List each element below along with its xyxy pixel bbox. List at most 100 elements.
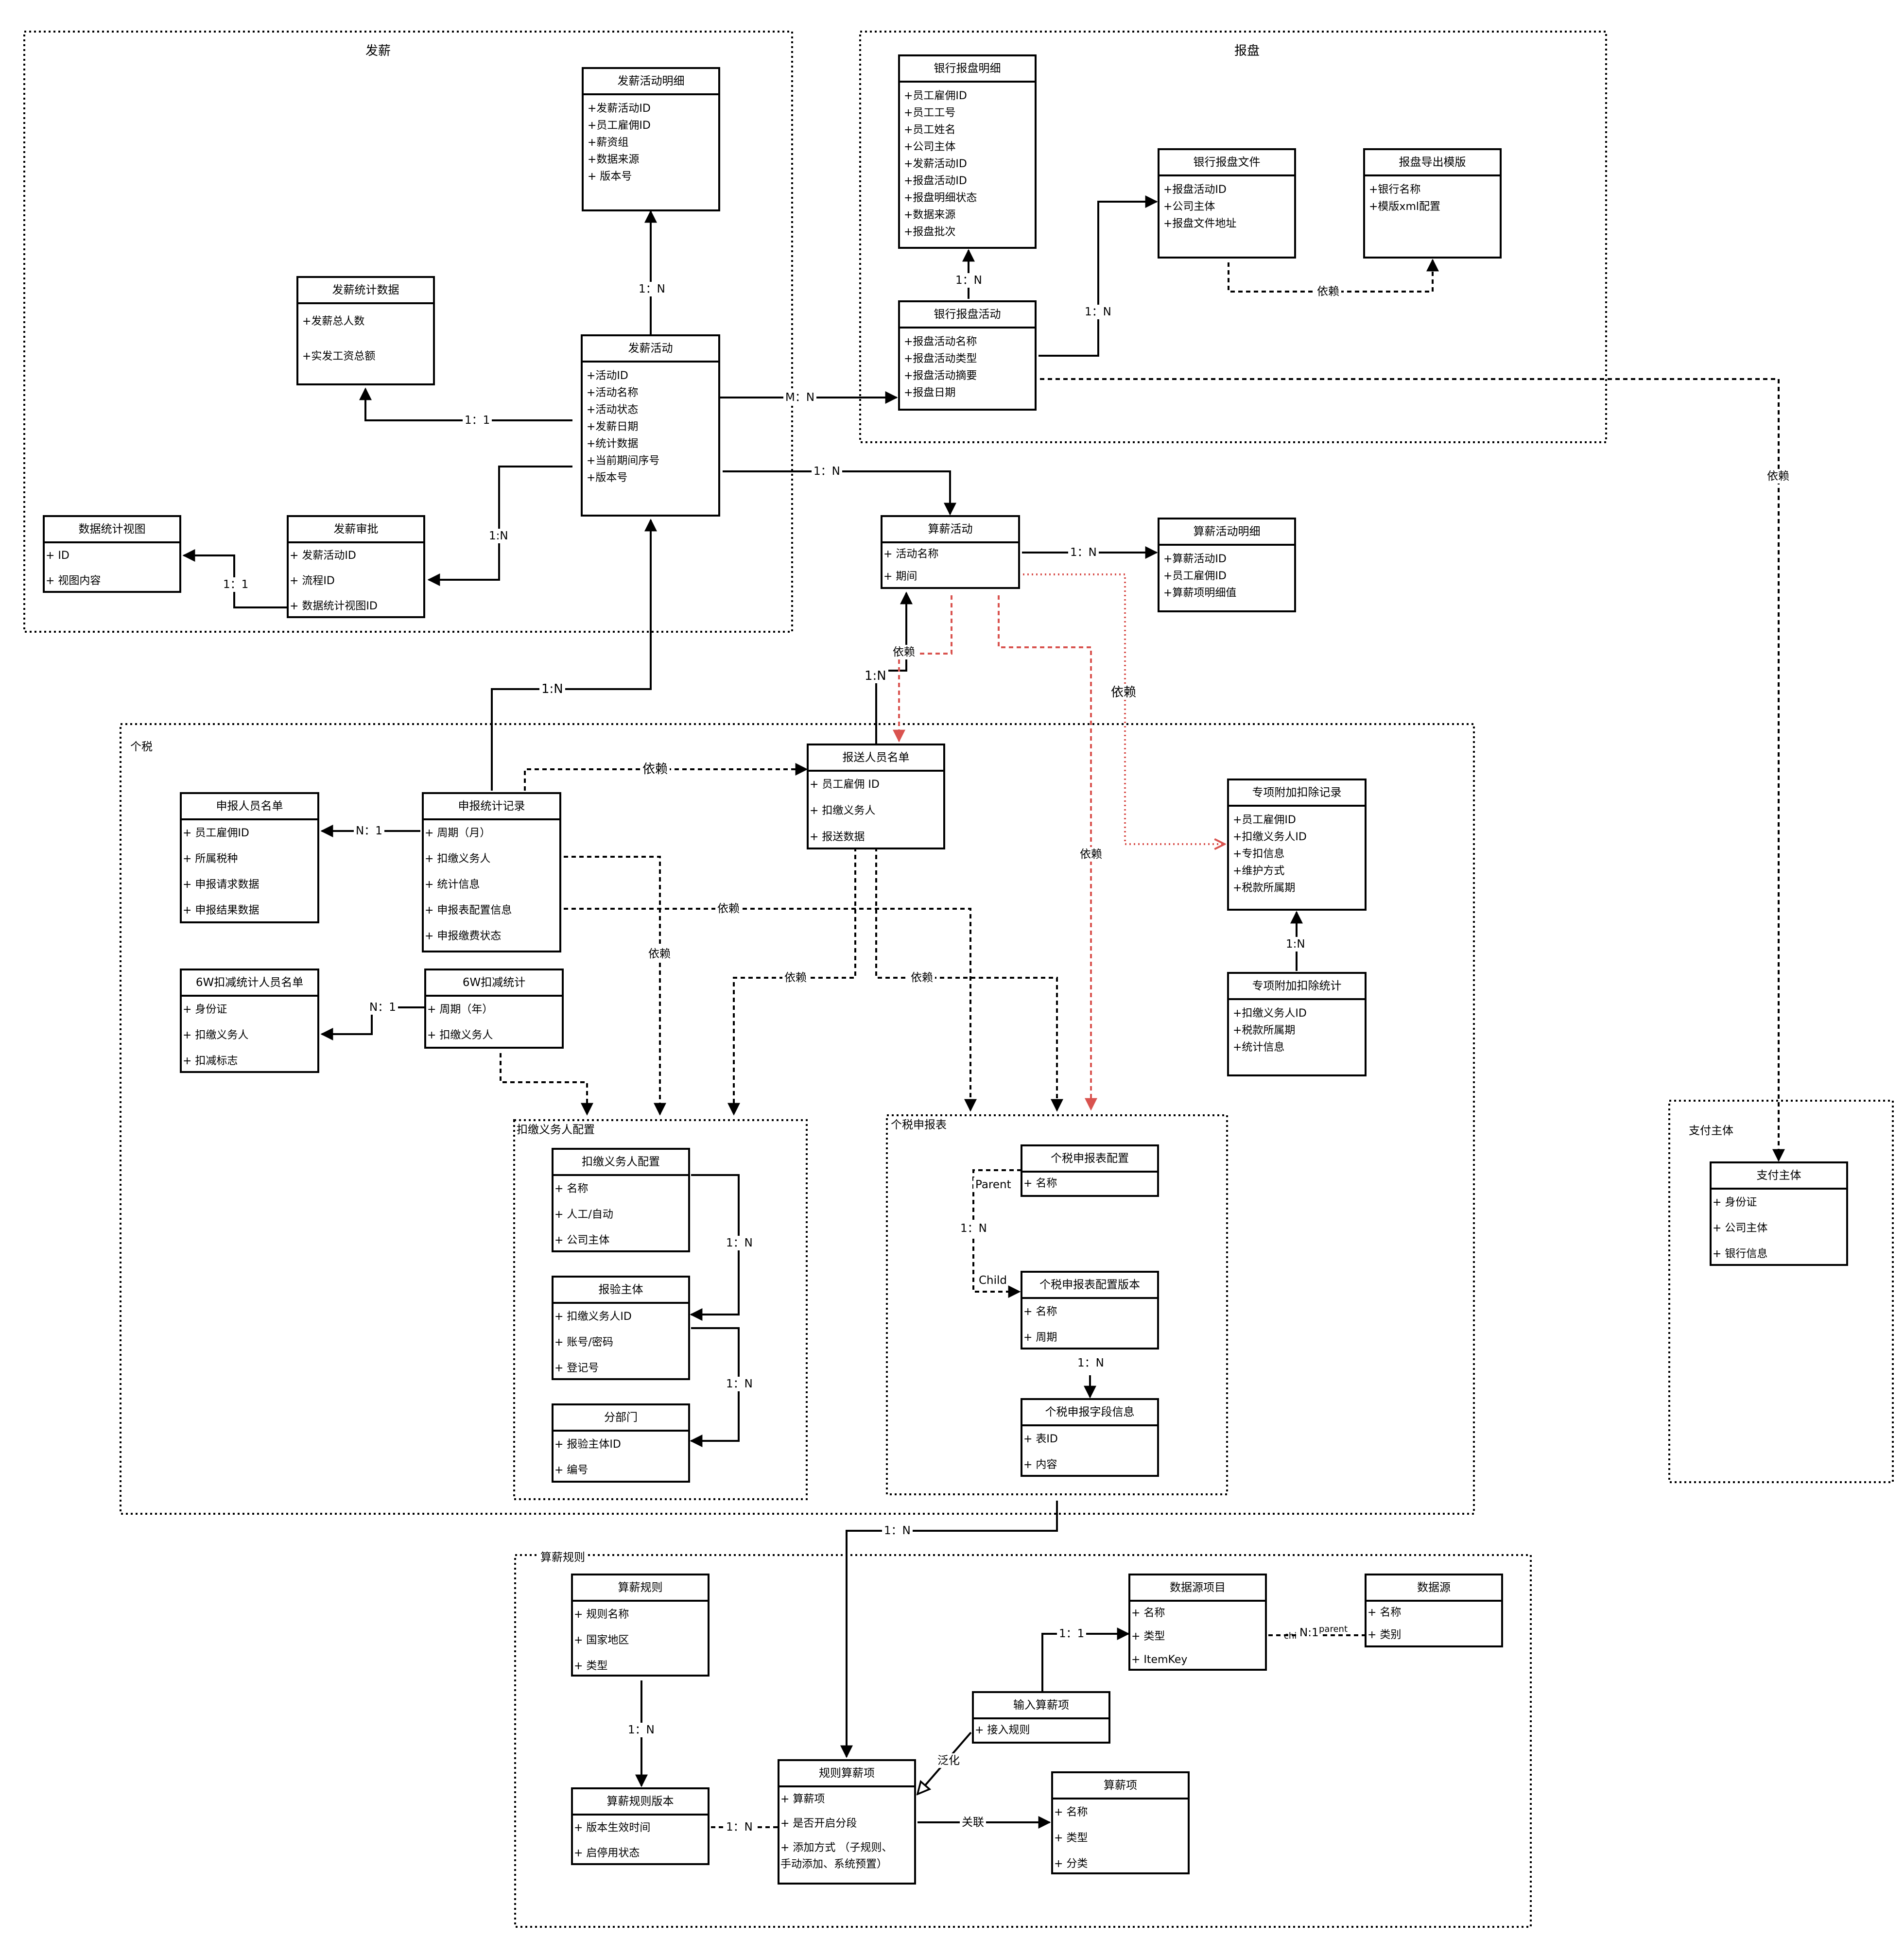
rel-label: 1:N: [539, 682, 565, 696]
entity-branch: 分部门 + 报验主体ID + 编号: [552, 1403, 690, 1483]
entity-tax-field: 个税申报字段信息 + 表ID + 内容: [1021, 1398, 1159, 1477]
rel-label: 1：N: [1068, 545, 1099, 560]
field: + 接入规则: [975, 1724, 1030, 1736]
rel-label: parent: [1319, 1624, 1348, 1634]
entity-data-view-title: 数据统计视图: [45, 517, 179, 543]
entity-calc-item: 算薪项 + 名称 + 类型 + 分类: [1051, 1771, 1190, 1874]
entity-branch-title: 分部门: [554, 1405, 688, 1432]
field: + 员工雇佣ID: [183, 827, 249, 839]
entity-pay-approval: 发薪审批 + 发薪活动ID + 流程ID + 数据统计视图ID: [287, 515, 425, 618]
entity-special-record: 专项附加扣除记录 +员工雇佣ID +扣缴义务人ID +专扣信息 +维护方式 +税…: [1227, 779, 1367, 911]
entity-w6-list: 6W扣减统计人员名单 + 身份证 + 扣缴义务人 + 扣减标志: [180, 969, 319, 1073]
rel-label: 关联: [960, 1815, 986, 1830]
entity-pay-subject: 支付主体 + 身份证 + 公司主体 + 银行信息: [1710, 1161, 1848, 1266]
entity-rule-version: 算薪规则版本 + 版本生效时间 + 启停用状态: [571, 1787, 710, 1865]
rel-label: 泛化: [935, 1753, 962, 1768]
rel-label: 依赖: [640, 762, 670, 777]
field: +报盘批次: [904, 226, 956, 238]
field: + 身份证: [183, 1004, 227, 1016]
entity-calc-rule: 算薪规则 + 规则名称 + 国家地区 + 类型: [571, 1574, 710, 1677]
field: +报盘明细状态: [904, 192, 977, 204]
entity-bank-detail: 银行报盘明细 +员工雇佣ID +员工工号 +员工姓名 +公司主体 +发薪活动ID…: [898, 54, 1037, 249]
field: + 流程ID: [290, 575, 335, 587]
rel-label: 1:N: [863, 669, 888, 683]
entity-calc-detail-title: 算薪活动明细: [1160, 519, 1294, 546]
field: +税款所属期: [1233, 882, 1296, 894]
entity-bank-template: 报盘导出模版 +银行名称 +模版xml配置: [1363, 148, 1502, 259]
entity-calc-item-title: 算薪项: [1053, 1773, 1188, 1800]
field: + 版本生效时间: [574, 1822, 651, 1834]
field: + 周期（月）: [425, 827, 491, 839]
field: +发薪日期: [587, 421, 639, 433]
field: + 公司主体: [554, 1234, 610, 1246]
field: + 名称: [1054, 1806, 1088, 1818]
entity-tax-form-ver: 个税申报表配置版本 + 名称 + 周期: [1021, 1271, 1159, 1350]
rel-label: 依赖: [1109, 685, 1139, 700]
field: + 员工雇佣 ID: [810, 779, 880, 791]
entity-datasource-title: 数据源: [1367, 1575, 1501, 1602]
line-calc-to-special-red: [1023, 573, 1225, 844]
field: + 扣缴义务人: [427, 1029, 493, 1041]
field: +员工工号: [904, 107, 956, 119]
entity-submit-list: 报送人员名单 + 员工雇佣 ID + 扣缴义务人 + 报送数据: [807, 744, 945, 849]
entity-withholder-cfg-title: 扣缴义务人配置: [554, 1150, 688, 1176]
field: +活动名称: [587, 387, 639, 399]
entity-submit-list-title: 报送人员名单: [809, 745, 943, 772]
rel-label: 1：N: [626, 1723, 657, 1737]
field: +公司主体: [1163, 201, 1215, 213]
rel-label: 1：N: [1083, 305, 1113, 319]
field: +发薪活动ID: [588, 103, 651, 115]
group-pay-subject-frame: [1668, 1100, 1894, 1483]
field: +专扣信息: [1233, 848, 1285, 860]
entity-declarant-list-title: 申报人员名单: [182, 794, 317, 820]
field: +报盘活动ID: [904, 175, 967, 187]
entity-input-item-title: 输入算薪项: [974, 1693, 1108, 1719]
rel-label: 1：1: [1057, 1627, 1087, 1641]
field: + 报验主体ID: [554, 1438, 621, 1451]
field: + 国家地区: [574, 1634, 629, 1646]
rel-label: 依赖: [1315, 284, 1341, 299]
rel-label: Parent: [973, 1177, 1013, 1192]
line-calc-to-taxform-red: [998, 595, 1097, 1111]
field: +税款所属期: [1233, 1024, 1296, 1037]
line-bank-to-file: [1039, 195, 1158, 357]
rel-label: N：1: [354, 824, 384, 838]
field: + 登记号: [554, 1362, 599, 1374]
rel-label: M：N: [783, 390, 817, 405]
field: +统计信息: [1233, 1041, 1285, 1054]
field: + 规则名称: [574, 1609, 629, 1621]
field: +模版xml配置: [1369, 201, 1440, 213]
entity-rule-version-title: 算薪规则版本: [573, 1789, 708, 1816]
field: + 名称: [554, 1183, 589, 1195]
field: + 类型: [1054, 1832, 1088, 1844]
rel-label: 依赖: [891, 645, 917, 659]
field: + 类型: [574, 1660, 608, 1672]
entity-declarant-list: 申报人员名单 + 员工雇佣ID + 所属税种 + 申报请求数据 + 申报结果数据: [180, 792, 319, 923]
field: + 申报表配置信息: [425, 904, 512, 917]
entity-input-item: 输入算薪项 + 接入规则: [972, 1691, 1110, 1744]
field: +数据来源: [904, 209, 956, 221]
line-input-to-dsitem: [1041, 1627, 1130, 1692]
field: +员工雇佣ID: [904, 90, 967, 102]
field: + 名称: [1023, 1306, 1057, 1318]
group-tax-report-label: 个税申报表: [891, 1119, 947, 1131]
entity-calc-activity: 算薪活动 + 活动名称 + 期间: [881, 515, 1020, 589]
field: +当前期间序号: [587, 455, 660, 467]
field: + 活动名称: [883, 548, 939, 560]
field: +发薪活动ID: [904, 158, 967, 170]
field: +发薪总人数: [302, 315, 365, 328]
rel-label: 1：N: [724, 1236, 755, 1250]
entity-rule-item-title: 规则算薪项: [779, 1761, 914, 1787]
entity-pay-activity-title: 发薪活动: [583, 336, 718, 363]
entity-bank-activity: 银行报盘活动 +报盘活动名称 +报盘活动类型 +报盘活动摘要 +报盘日期: [898, 300, 1037, 411]
entity-verify-subject-title: 报验主体: [554, 1278, 688, 1304]
rel-label: 依赖: [646, 947, 673, 961]
field: +数据来源: [588, 154, 640, 166]
field: 手动添加、系统预置）: [780, 1858, 888, 1870]
field: +银行名称: [1369, 184, 1421, 196]
rel-label: 1：N: [958, 1221, 989, 1236]
line-stats-to-form: [564, 908, 977, 1112]
rel-label: 依赖: [782, 970, 809, 985]
field: +活动状态: [587, 404, 639, 416]
group-pay-subject-label: 支付主体: [1689, 1125, 1733, 1137]
